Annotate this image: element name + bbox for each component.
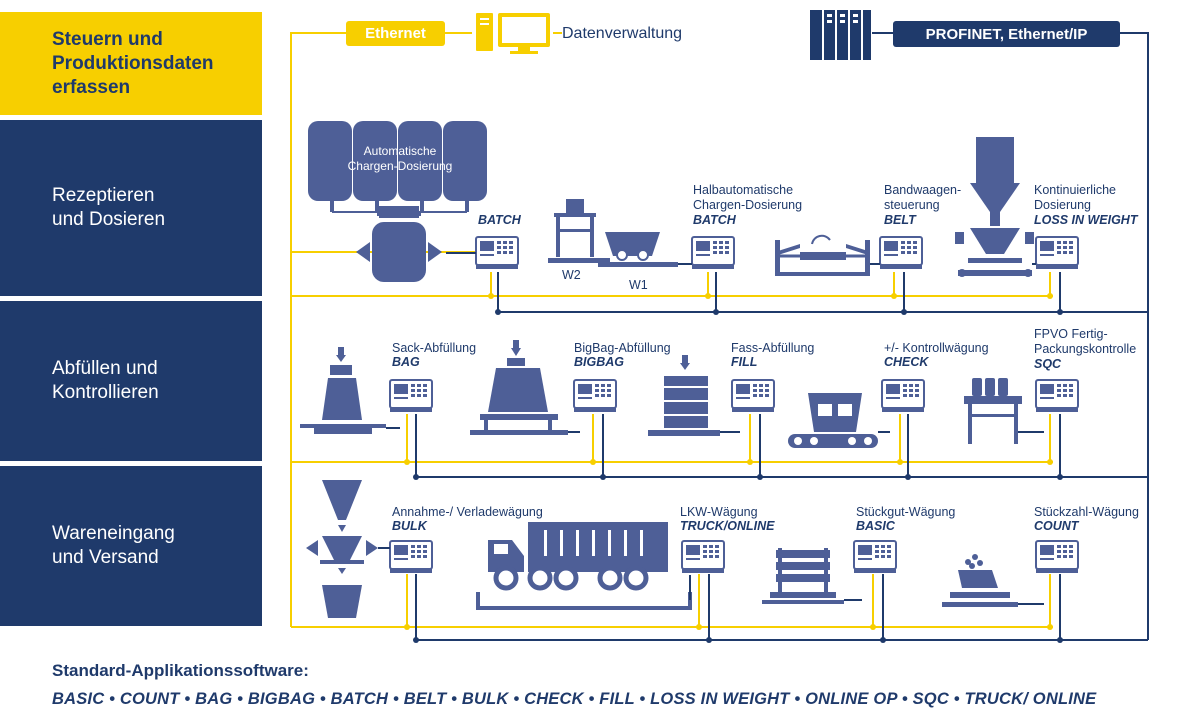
datenverwaltung-label: Datenverwaltung — [562, 25, 683, 42]
footer-software-list: BASIC • COUNT • BAG • BIGBAG • BATCH • B… — [52, 690, 1097, 708]
terminal-fill — [731, 379, 775, 413]
kont-code: LOSS IN WEIGHT — [1034, 213, 1138, 227]
belt-scale — [775, 234, 870, 276]
sidebar-steuern: Steuern und Produktionsdaten erfassen — [0, 12, 262, 115]
terminal-belt — [879, 236, 923, 270]
auto-batch-label: Automatische Chargen-Dosierung — [347, 144, 453, 173]
terminal-check — [881, 379, 925, 413]
bigbag-filler — [470, 340, 568, 435]
semi-batch-hopper — [548, 199, 678, 267]
profinet-junctions — [413, 309, 1063, 643]
terminal-bag — [389, 379, 433, 413]
terminal-bulk — [389, 540, 433, 574]
band-code: BELT — [884, 213, 916, 227]
sack-filler — [300, 347, 386, 434]
sack-label: Sack-Abfüllung — [392, 341, 477, 355]
batch-code: BATCH — [478, 213, 521, 227]
drum-filler — [648, 355, 720, 436]
kont-label: Kontinuierliche Dosierung — [1034, 183, 1116, 212]
ethernet-junctions — [404, 293, 1053, 630]
terminal-halbauto — [691, 236, 735, 270]
bulk-code: BULK — [392, 519, 427, 533]
sidebar-abfuellen: Abfüllen und Kontrollieren — [0, 301, 262, 461]
fpvo-label: FPVO Fertig- Packungskontrolle — [1034, 327, 1137, 356]
sidebar-rezeptieren: Rezeptieren und Dosieren — [0, 120, 262, 296]
terminal-truck — [681, 540, 725, 574]
fass-code: FILL — [731, 355, 758, 369]
terminal-basic — [853, 540, 897, 574]
truck-scale — [476, 522, 692, 610]
pallet-scale — [762, 548, 844, 604]
terminal-bigbag — [573, 379, 617, 413]
lkw-code: TRUCK/ONLINE — [680, 519, 775, 533]
terminal-connectors — [378, 252, 1044, 605]
plc-icon — [810, 10, 871, 60]
bulk-label: Annahme-/ Verladewägung — [392, 505, 543, 519]
terminal-count — [1035, 540, 1079, 574]
bulk-silo — [306, 480, 378, 618]
loss-in-weight-feeder — [955, 137, 1034, 277]
stueckgut-label: Stückgut-Wägung — [856, 505, 956, 519]
profinet-lines — [415, 32, 1149, 641]
stueckzahl-code: COUNT — [1034, 519, 1079, 533]
fpvo-code: SQC — [1034, 357, 1062, 371]
bigbag-label: BigBag-Abfüllung — [574, 341, 671, 355]
sack-code: BAG — [392, 355, 420, 369]
check-weigher — [788, 393, 878, 448]
counting-scale — [942, 554, 1018, 607]
halbauto-code: BATCH — [693, 213, 736, 227]
bigbag-code: BIGBAG — [574, 355, 624, 369]
fass-label: Fass-Abfüllung — [731, 341, 815, 355]
terminal-sqc — [1035, 379, 1079, 413]
ethernet-lines — [290, 32, 1053, 628]
band-label: Bandwaagen- steuerung — [884, 183, 962, 212]
batch-tanks — [308, 121, 487, 282]
check-label: +/- Kontrollwägung — [884, 341, 989, 355]
w1-label: W1 — [629, 278, 648, 292]
stueckzahl-label: Stückzahl-Wägung — [1034, 505, 1139, 519]
ethernet-label: Ethernet — [346, 21, 445, 46]
computer-icon — [476, 13, 550, 54]
sidebar-wareneingang: Wareneingang und Versand — [0, 466, 262, 626]
sqc-station — [964, 378, 1022, 444]
lkw-label: LKW-Wägung — [680, 505, 758, 519]
halbauto-label: Halbautomatische Chargen-Dosierung — [693, 183, 803, 212]
stueckgut-code: BASIC — [856, 519, 895, 533]
w2-label: W2 — [562, 268, 581, 282]
terminal-liw — [1035, 236, 1079, 270]
footer-title: Standard-Applikationssoftware: — [52, 661, 309, 680]
profinet-label: PROFINET, Ethernet/IP — [893, 21, 1120, 47]
check-code: CHECK — [884, 355, 929, 369]
terminal-batch — [475, 236, 519, 270]
